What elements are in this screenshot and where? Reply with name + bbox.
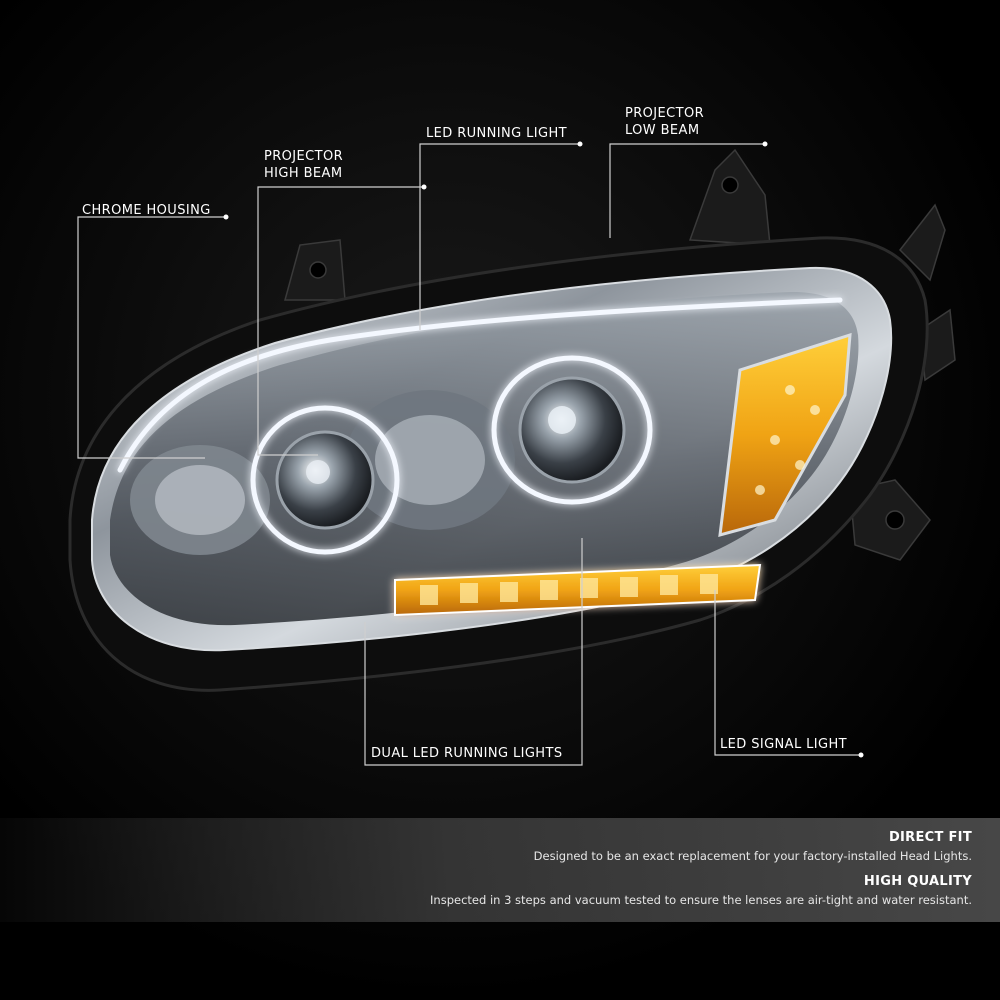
feature-title-high-quality: HIGH QUALITY bbox=[863, 874, 972, 889]
projector-low-beam bbox=[491, 355, 653, 505]
dual-led-running-lights-bar bbox=[394, 563, 762, 617]
label-led-running-light: LED RUNNING LIGHT bbox=[426, 126, 568, 141]
led-running-light-strip bbox=[117, 297, 843, 473]
callout-lines bbox=[77, 143, 861, 766]
feature-info-bar: DIRECT FIT Designed to be an exact repla… bbox=[0, 818, 1000, 922]
label-projector-high-beam-line2: HIGH BEAM bbox=[264, 166, 343, 181]
feature-title-direct-fit: DIRECT FIT bbox=[888, 830, 972, 845]
label-projector-high-beam-line1: PROJECTOR bbox=[264, 149, 344, 164]
feature-description-direct-fit: Designed to be an exact replacement for … bbox=[533, 849, 972, 863]
led-signal-light-panel bbox=[718, 332, 852, 538]
label-projector-low-beam-line1: PROJECTOR bbox=[625, 106, 705, 121]
projector-high-beam bbox=[250, 405, 400, 555]
label-led-signal-light: LED SIGNAL LIGHT bbox=[720, 737, 848, 752]
feature-description-high-quality: Inspected in 3 steps and vacuum tested t… bbox=[430, 893, 972, 907]
label-dual-led-running-lights: DUAL LED RUNNING LIGHTS bbox=[371, 746, 563, 761]
callout-dots bbox=[223, 141, 864, 758]
label-projector-low-beam-line2: LOW BEAM bbox=[625, 123, 700, 138]
label-chrome-housing: CHROME HOUSING bbox=[82, 203, 211, 218]
mounting-tabs bbox=[284, 148, 956, 561]
